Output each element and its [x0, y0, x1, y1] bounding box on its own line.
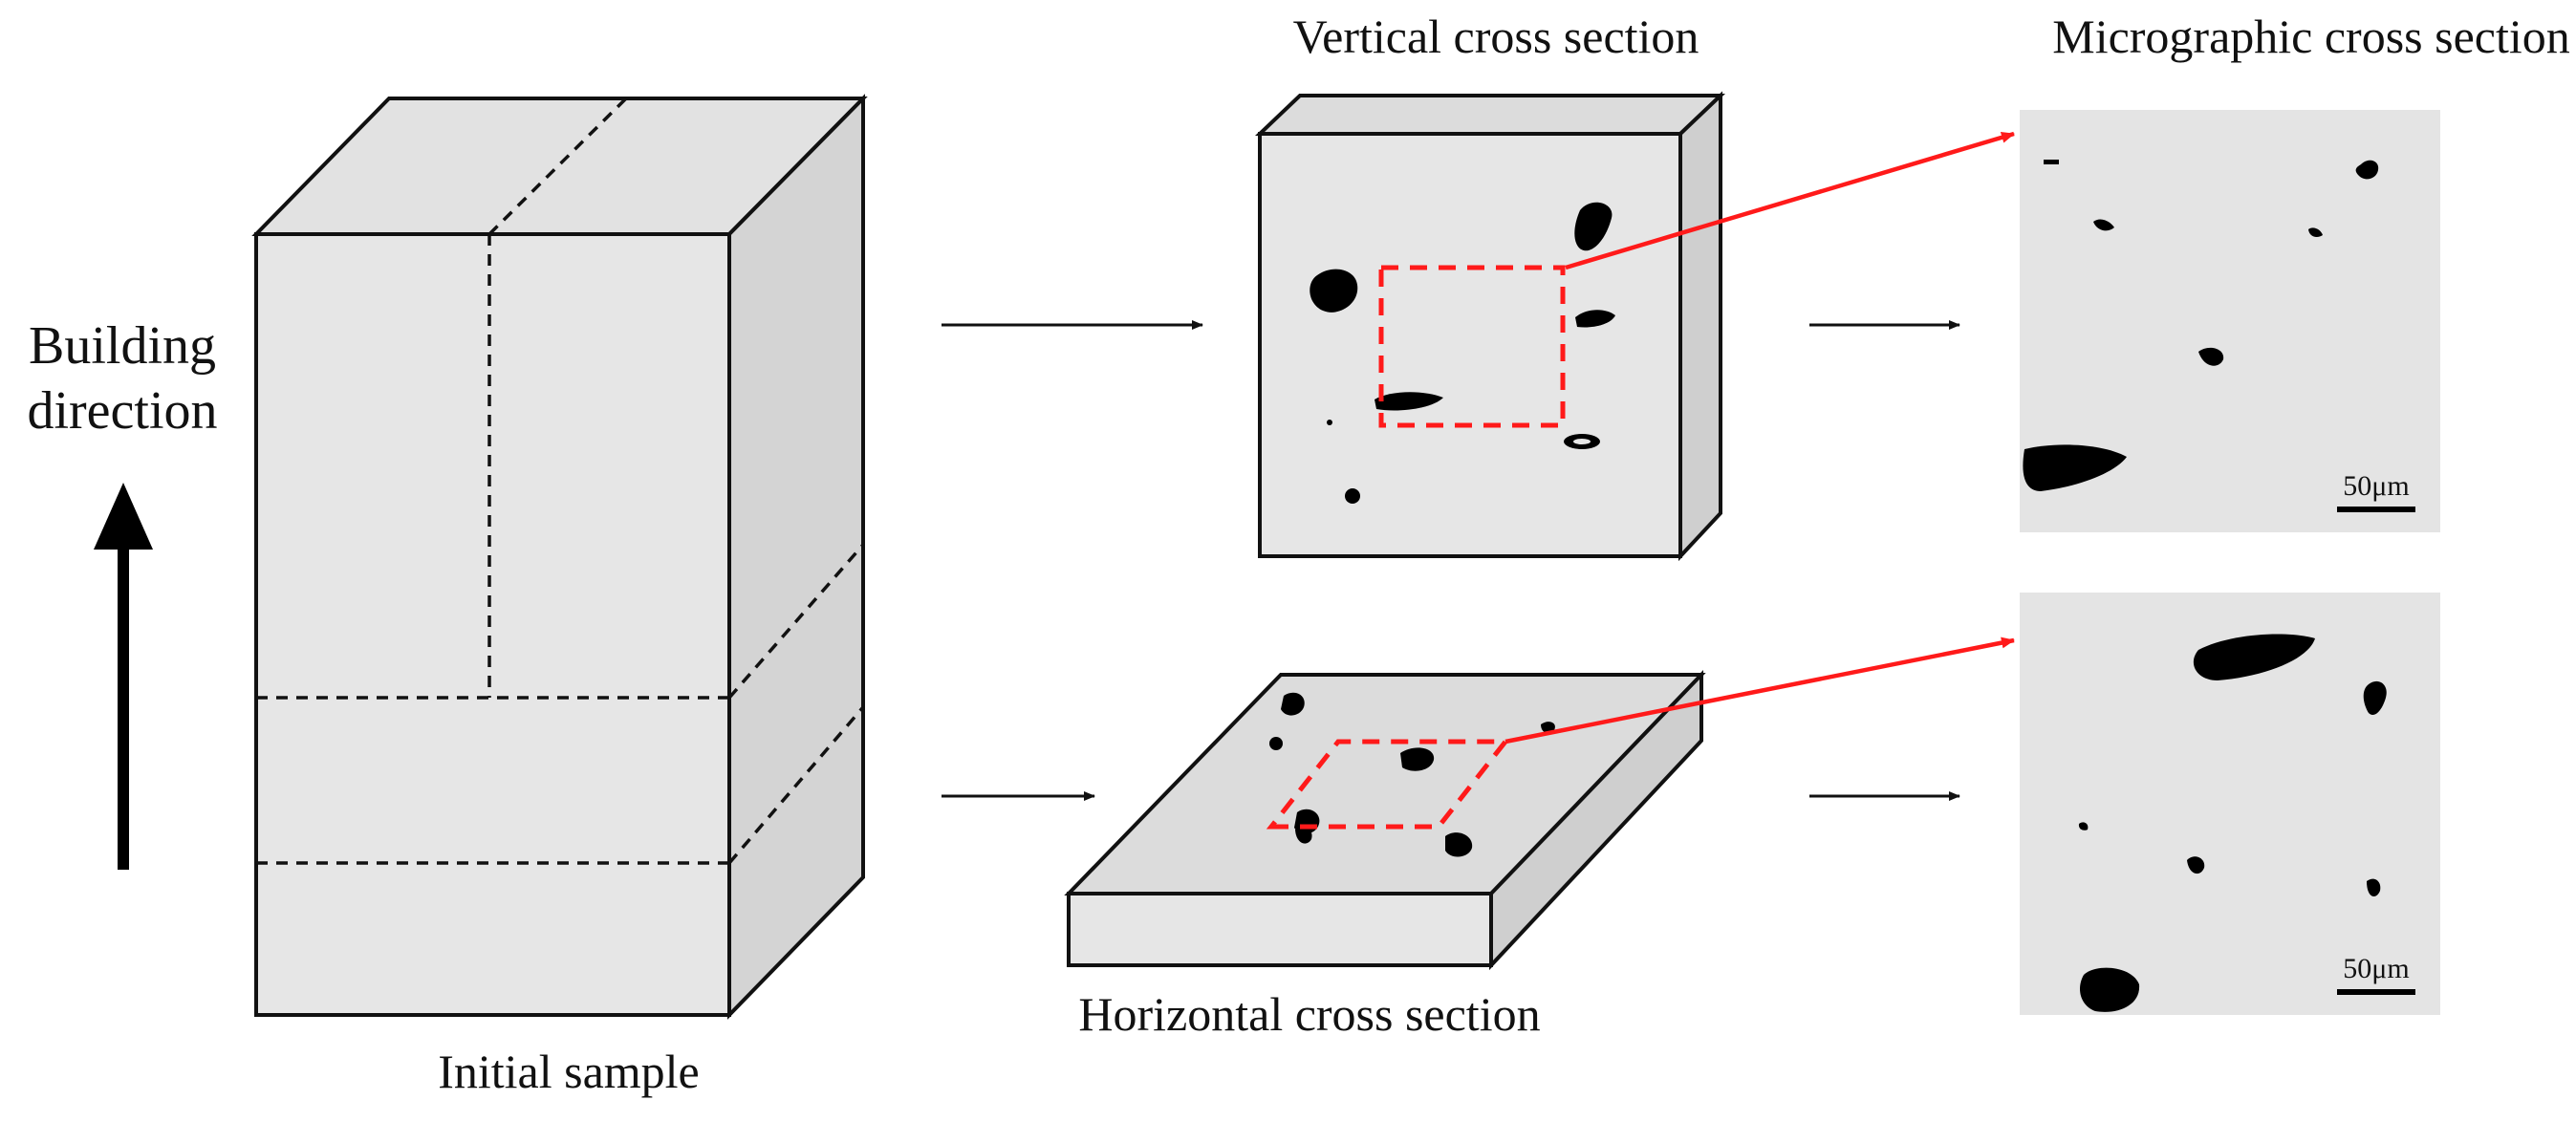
- scale-bar-top: 50μm: [2337, 470, 2415, 512]
- building-direction: Building direction: [27, 316, 218, 870]
- vertical-section-front-face: [1258, 132, 1682, 558]
- up-arrow-icon: [94, 483, 153, 870]
- building-direction-label-line1: Building: [29, 316, 216, 376]
- vertical-section-top-face: [1255, 94, 1725, 136]
- vertical-section-side-face: [1678, 91, 1722, 562]
- vertical-section-highlight-box: [1378, 265, 1566, 428]
- initial-sample-cut-lines: [256, 97, 865, 865]
- initial-sample-front-face: [254, 232, 731, 1017]
- micrograph-section-label: Micrographic cross section: [2052, 10, 2570, 63]
- scale-bar-top-label: 50μm: [2343, 470, 2409, 502]
- scale-bar-bottom: 50μm: [2337, 953, 2415, 995]
- horizontal-section-front-face: [1067, 892, 1493, 967]
- initial-sample-block: Initial sample: [251, 94, 868, 1098]
- horizontal-section-label: Horizontal cross section: [1078, 987, 1540, 1041]
- initial-sample-side-face: [727, 94, 865, 1020]
- initial-sample-label: Initial sample: [438, 1045, 700, 1098]
- scale-bar-bottom-label: 50μm: [2343, 953, 2409, 984]
- vertical-section-pores: [1310, 202, 1615, 504]
- vertical-section-label: Vertical cross section: [1293, 10, 1699, 63]
- micrograph-bottom-pores: [2078, 634, 2387, 1012]
- micrograph-bottom: 50μm: [2020, 593, 2440, 1015]
- zoom-arrow-top: [1565, 131, 2015, 270]
- horizontal-section-block: Horizontal cross section: [1064, 670, 1706, 1041]
- building-direction-label-line2: direction: [27, 381, 217, 441]
- micrograph-top: Micrographic cross section 50μm: [2020, 10, 2570, 532]
- vertical-section-block: Vertical cross section: [1255, 10, 1725, 562]
- micrograph-top-pores: [2023, 160, 2379, 491]
- zoom-arrow-bottom: [1504, 637, 2015, 744]
